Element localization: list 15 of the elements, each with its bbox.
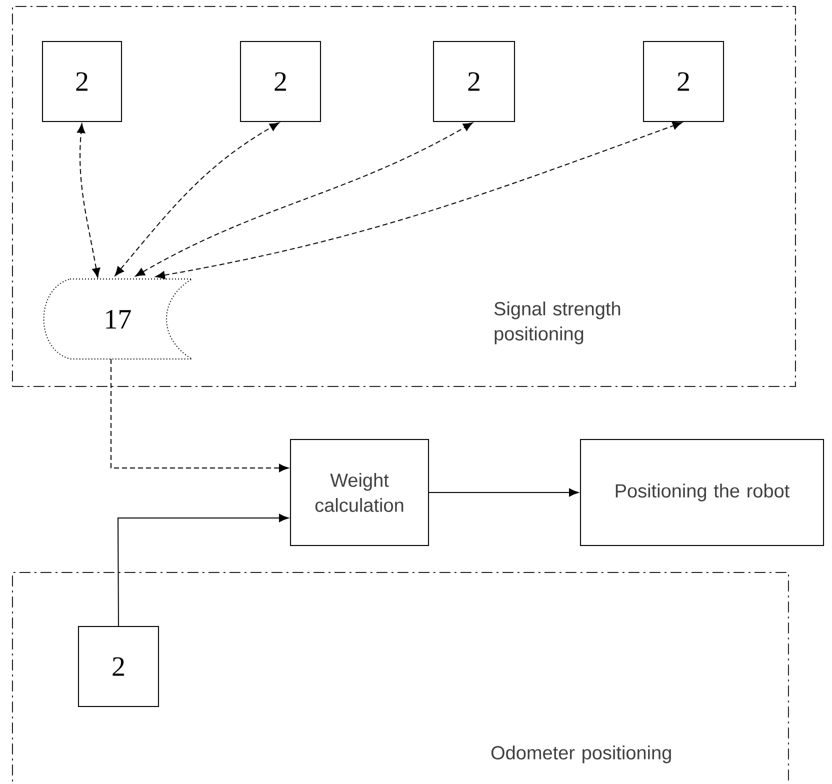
arrow (118, 514, 289, 626)
process-box: Positioning the robot (580, 439, 824, 546)
storage-drum: 17 (43, 278, 192, 360)
arrow (155, 122, 682, 280)
arrow (135, 122, 473, 277)
numbered-box: 2 (433, 41, 515, 122)
numbered-box: 2 (240, 41, 321, 122)
numbered-box: 2 (643, 41, 724, 122)
arrow (428, 488, 579, 497)
process-box: Weight calculation (290, 439, 429, 546)
arrow (110, 358, 289, 472)
numbered-box: 2 (78, 626, 159, 707)
arrow (77, 123, 100, 278)
arrow (114, 122, 280, 276)
numbered-box: 2 (42, 41, 122, 122)
